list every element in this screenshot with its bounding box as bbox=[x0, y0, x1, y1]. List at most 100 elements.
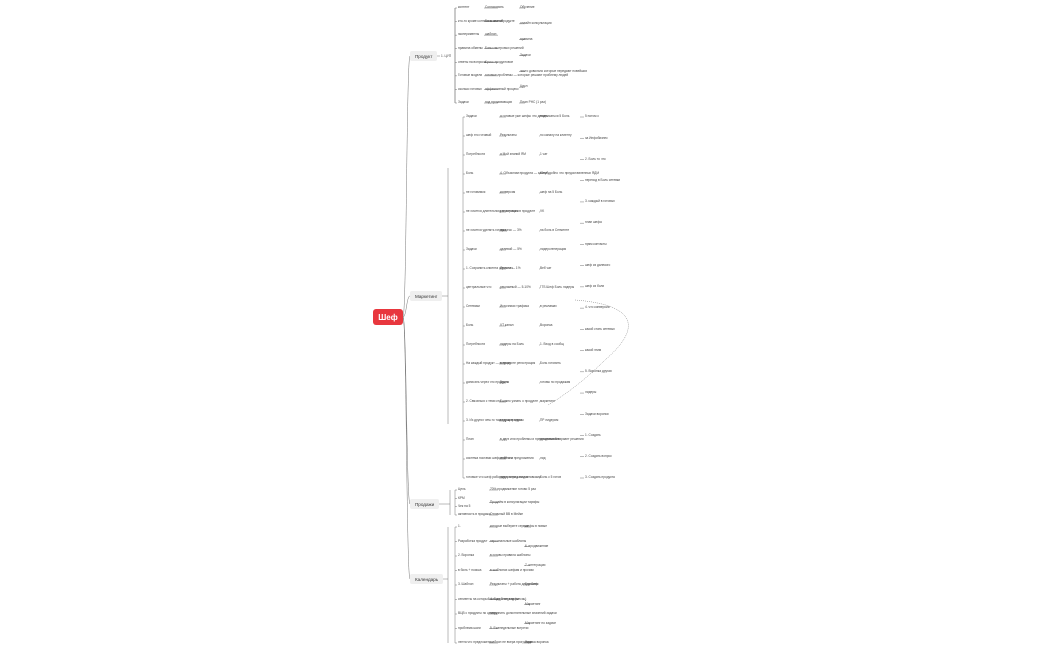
marketing-node[interactable]: 1 чат bbox=[540, 152, 548, 157]
marketing-node[interactable]: VT канал bbox=[500, 323, 514, 328]
marketing-node[interactable]: план шефа bbox=[585, 220, 602, 225]
marketing-node[interactable]: в двух или проблемы и предлагаемый вариа… bbox=[500, 437, 584, 442]
kalendar-node[interactable]: 4. Создание задачи bbox=[490, 596, 520, 601]
marketing-node[interactable]: Воронка bbox=[540, 323, 553, 328]
kalendar-node[interactable]: лента что предложено bbox=[458, 640, 492, 645]
kalendar-node[interactable]: сегменты на который всегда 3 недели (мес… bbox=[458, 596, 527, 601]
marketing-node[interactable]: Сетевики bbox=[466, 304, 480, 309]
marketing-node[interactable]: на боль в Сегменте bbox=[540, 228, 570, 233]
marketing-node[interactable]: за Инфобизнес bbox=[585, 135, 608, 140]
produkt-node[interactable]: Цикл bbox=[520, 84, 528, 89]
produkt-node[interactable]: чисто довольно которые передают новейших bbox=[520, 68, 588, 73]
produkt-node[interactable]: Задачи bbox=[520, 52, 531, 57]
marketing-node[interactable]: не хочется длительного от готового bbox=[466, 209, 519, 214]
produkt-node[interactable]: База знаний bbox=[485, 18, 504, 23]
kalendar-node[interactable]: 2. Воронка bbox=[458, 553, 474, 558]
prodazhi-node[interactable]: 70% продвижение готово 5 раз bbox=[490, 487, 536, 492]
marketing-node[interactable]: 4. что конверсии bbox=[585, 305, 610, 310]
marketing-node[interactable]: шеф из боли bbox=[585, 284, 605, 289]
marketing-node[interactable]: а Мой знаний ЯМ bbox=[500, 152, 526, 157]
marketing-node[interactable]: 1. Создать bbox=[585, 432, 601, 437]
marketing-node[interactable]: 2. Создать вопрос bbox=[585, 454, 612, 459]
marketing-node[interactable]: в рекламах bbox=[540, 304, 557, 309]
marketing-node[interactable]: Задачи воронки bbox=[585, 411, 609, 416]
marketing-node[interactable]: Оплата — 1% bbox=[500, 266, 521, 271]
marketing-node[interactable]: лидеры bbox=[585, 390, 597, 395]
kalendar-node[interactable]: 7. интеграции bbox=[525, 562, 546, 567]
produkt-node[interactable]: кто-то кроме контент в меню/продукте bbox=[458, 18, 515, 23]
marketing-node[interactable]: Боль bbox=[466, 323, 474, 328]
produkt-node[interactable]: под проживающих bbox=[485, 100, 513, 105]
marketing-node[interactable]: продвижение bbox=[540, 437, 560, 442]
prodazhi-node[interactable]: активность в продажи bbox=[458, 512, 491, 517]
marketing-node[interactable]: VK bbox=[540, 209, 545, 214]
branch-marketing[interactable]: Маркетинг bbox=[410, 291, 443, 301]
marketing-node[interactable]: 2. Связаться с теми кто — что узнать о п… bbox=[466, 399, 539, 404]
kalendar-node[interactable]: 5. Еженедельные встречи bbox=[490, 625, 529, 630]
prodazhi-node[interactable]: КРМ bbox=[458, 495, 465, 500]
marketing-node[interactable]: 5. Воронка другая bbox=[585, 369, 612, 374]
marketing-node[interactable]: подписаться 5 Боль bbox=[540, 114, 570, 119]
marketing-node[interactable]: не готовимся bbox=[466, 190, 486, 195]
kalendar-node[interactable]: шефы в новые bbox=[525, 524, 547, 529]
produkt-node[interactable]: сколько готовых bbox=[458, 86, 482, 91]
marketing-node[interactable]: Потребности bbox=[466, 152, 486, 157]
produkt-node[interactable]: правила обмены bbox=[458, 46, 483, 50]
marketing-node[interactable]: План bbox=[466, 437, 474, 442]
marketing-node[interactable]: Источники трафика bbox=[500, 304, 529, 309]
kalendar-node[interactable]: которые выберите сервис bbox=[490, 524, 529, 529]
marketing-node[interactable]: какой этим bbox=[585, 347, 602, 352]
branch-prodazhi[interactable]: Продажи bbox=[410, 499, 440, 509]
produkt-node[interactable]: Базы смотровых решений bbox=[485, 46, 524, 50]
produkt-node[interactable]: Обучение bbox=[520, 5, 535, 10]
kalendar-node[interactable]: Маркетинг по задаче bbox=[525, 620, 556, 625]
marketing-node[interactable]: готовы по продажам bbox=[540, 380, 571, 385]
kalendar-node[interactable]: персональные шаблоны bbox=[490, 538, 527, 543]
root-node[interactable]: Шеф bbox=[373, 309, 403, 325]
marketing-node[interactable]: переход в Боль сетевки bbox=[585, 178, 621, 182]
produkt-node[interactable]: эксперименты bbox=[458, 32, 480, 37]
kalendar-node[interactable]: 3. Шаблон bbox=[458, 582, 474, 587]
produkt-node[interactable]: Задачи bbox=[458, 100, 469, 105]
marketing-node[interactable]: ПР лидером bbox=[540, 418, 559, 423]
produkt-node[interactable]: шаблон bbox=[485, 32, 497, 37]
marketing-node[interactable]: лидеры на каналах bbox=[500, 475, 529, 480]
kalendar-node[interactable]: шаблон не вчера программы bbox=[490, 640, 533, 645]
marketing-node[interactable]: 3. Создать продукта bbox=[585, 475, 615, 480]
marketing-node[interactable]: система постами шефов 45 что bbox=[466, 456, 513, 461]
marketing-node[interactable]: Потребности bbox=[466, 342, 486, 347]
marketing-node[interactable]: центральные что bbox=[466, 285, 492, 290]
marketing-node[interactable]: шеф из далекого bbox=[585, 262, 611, 267]
kalendar-node[interactable]: проблема шаги bbox=[458, 625, 481, 630]
marketing-node[interactable]: лид bbox=[540, 456, 546, 461]
branch-kalendar[interactable]: Календарь bbox=[410, 574, 444, 584]
marketing-node[interactable]: шеф это готовый bbox=[466, 133, 492, 138]
produkt-sub-node[interactable]: 1. ЦУП bbox=[441, 54, 452, 58]
marketing-node[interactable]: 1. Сохранить клиента через что bbox=[466, 266, 514, 271]
produkt-node[interactable]: готовые проблемы — которые решают пробле… bbox=[485, 73, 569, 78]
branch-produkt[interactable]: Продукт bbox=[410, 51, 438, 61]
marketing-node[interactable]: 3. каждый в готовых bbox=[585, 199, 615, 204]
kalendar-node[interactable]: в боль + поиска bbox=[458, 567, 482, 572]
marketing-node[interactable]: 3. Из других чем-то там строк продукт bbox=[466, 418, 523, 423]
kalendar-node[interactable]: в готовы правила шаблоны bbox=[490, 553, 531, 558]
marketing-node[interactable]: дописать через что продукта bbox=[466, 380, 509, 385]
produkt-node[interactable]: эффективный процесс bbox=[485, 86, 519, 91]
prodazhi-node[interactable]: Чек на 5 bbox=[458, 503, 471, 508]
prodazhi-node[interactable]: Продаём в консультации тарифы bbox=[490, 499, 540, 504]
kalendar-node[interactable]: в шаблонах шефам и прочим bbox=[490, 567, 534, 572]
marketing-node[interactable]: 1. Вход в сообщ bbox=[540, 342, 564, 347]
marketing-node[interactable]: Ютуб bbox=[540, 171, 549, 176]
produkt-node[interactable]: контент bbox=[458, 5, 470, 10]
marketing-node[interactable]: 2. Боль то что bbox=[585, 156, 606, 161]
marketing-node[interactable]: а готовые уже шефы что делать bbox=[500, 114, 548, 119]
marketing-node[interactable]: ведущие плюсы bbox=[500, 418, 524, 423]
marketing-node[interactable]: рекламный — 5-10% bbox=[500, 285, 531, 290]
marketing-node[interactable]: процесс — 3% bbox=[500, 228, 522, 233]
produkt-node[interactable]: План РНС (1 раз) bbox=[520, 100, 546, 105]
produkt-node[interactable]: Кросс-продуктовое bbox=[485, 59, 514, 64]
marketing-node[interactable]: Веб чат bbox=[540, 266, 552, 271]
kalendar-node[interactable]: 6. продвижение bbox=[525, 543, 549, 548]
produkt-node[interactable]: онлайн консультации bbox=[520, 21, 552, 26]
kalendar-node[interactable]: Где шеф bbox=[525, 582, 538, 587]
